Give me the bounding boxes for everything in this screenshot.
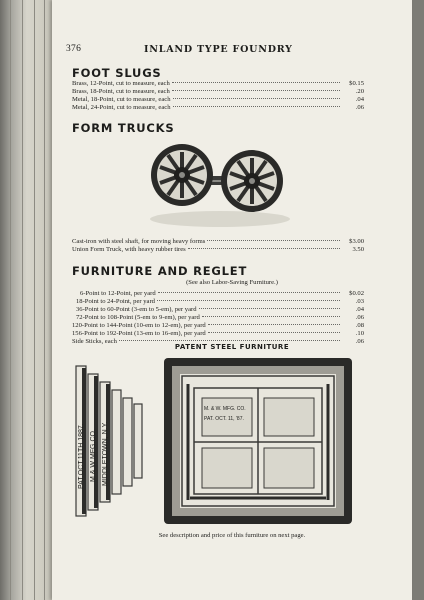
running-title: INLAND TYPE FOUNDRY [144,44,293,55]
price-row: Metal, 18-Point, cut to measure, each.04 [72,96,364,103]
page-edge-line [10,0,11,600]
page-edge-line [44,0,45,600]
plate-line-2: PAT. OCT. 11, '87. [204,416,244,422]
price-row: 6-Point to 12-Point, per yard$0.02 [80,290,364,297]
price-row: Side Sticks, each.06 [72,338,364,345]
see-also-note: (See also Labor-Saving Furniture.) [186,279,278,286]
foot-slugs-heading: FOOT SLUGS [72,66,162,80]
furniture-caption: See description and price of this furnit… [158,532,306,539]
furniture-heading: FURNITURE AND REGLET [72,264,248,278]
price-row: 72-Point to 108-Point (5-em to 9-em), pe… [76,314,364,321]
form-truck-illustration [150,144,290,227]
book-page-stack [0,0,60,600]
plate-line-1: M. & W. MFG. CO. [204,406,246,412]
patent-steel-heading: PATENT STEEL FURNITURE [174,343,290,351]
stamp-line-3: MIDDLETOWN, N.Y. [102,422,109,486]
price-row: 156-Point to 192-Point (13-em to 16-em),… [72,330,364,337]
price-row: Union Form Truck, with heavy rubber tire… [72,246,364,253]
furniture-pieces-illustration: PAT.OCT.11TH 1887. M & W MFG.CO. MIDDLET… [75,365,143,517]
stamp-line-2: M & W MFG.CO. [90,429,97,482]
page-edge-line [22,0,23,600]
price-row: 36-Point to 60-Point (3-em to 5-em), per… [76,306,364,313]
page-edge-line [34,0,35,600]
catalog-page: 376 INLAND TYPE FOUNDRY FOOT SLUGS Brass… [52,0,412,600]
price-row: Metal, 24-Point, cut to measure, each.06 [72,104,364,111]
form-trucks-heading: FORM TRUCKS [72,121,175,135]
price-row: 18-Point to 24-Point, per yard.03 [76,298,364,305]
background-shadow [412,0,424,600]
price-row: 120-Point to 144-Point (10-em to 12-em),… [72,322,364,329]
stamp-line-1: PAT.OCT.11TH 1887. [78,423,85,489]
price-row: Cast-iron with steel shaft, for moving h… [72,238,364,245]
steel-furniture-frame-illustration: M. & W. MFG. CO. PAT. OCT. 11, '87. [164,358,352,524]
price-row: Brass, 18-Point, cut to measure, each.20 [72,88,364,95]
price-row: Brass, 12-Point, cut to measure, each$0.… [72,80,364,87]
page-number: 376 [66,44,82,54]
